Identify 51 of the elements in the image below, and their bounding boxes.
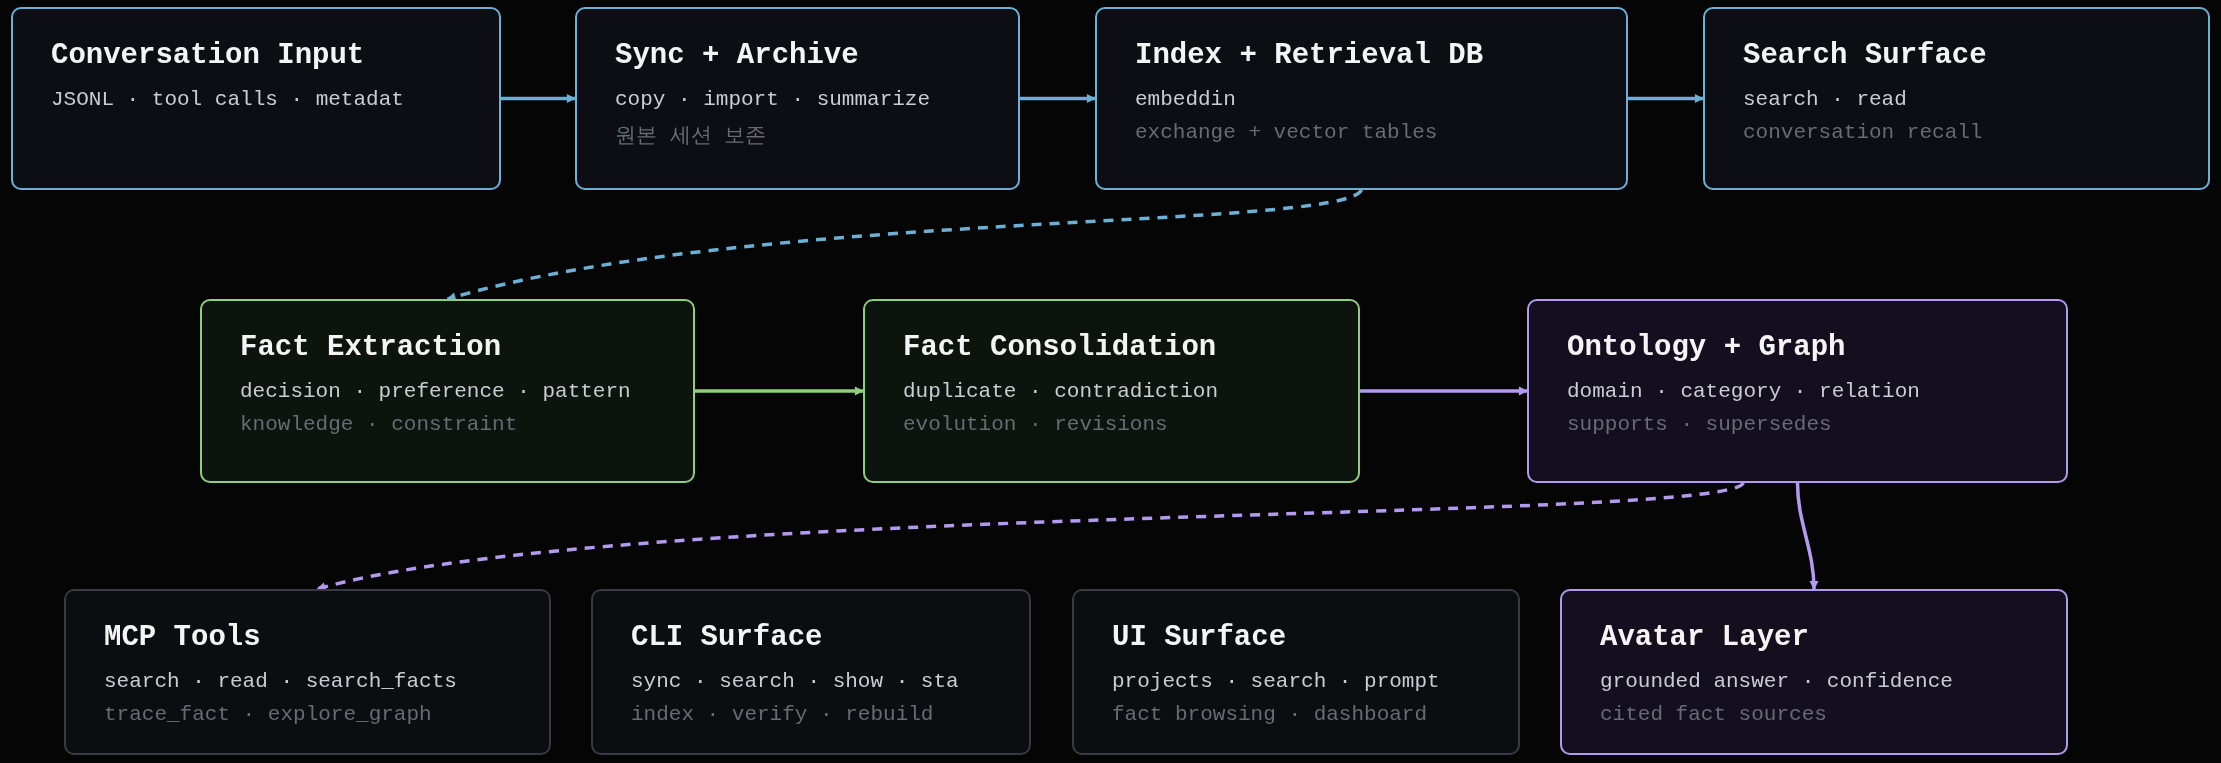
arrow [501,94,576,103]
arrow [1360,386,1528,396]
node-note: knowledge · constraint [240,413,519,436]
node-detail: sync · search · show · sta [631,670,960,693]
node-title: Conversation Input [51,39,366,72]
process-box [591,589,1031,755]
process-box [200,299,695,483]
process-box [863,299,1360,483]
node-note: supports · supersedes [1567,413,1833,436]
node-title: MCP Tools [104,621,262,654]
node-note: exchange + vector tables [1135,121,1439,144]
node-detail: search · read [1743,88,1908,111]
process-box [575,7,1020,190]
node-title: Search Surface [1743,39,1988,72]
node-detail: duplicate · contradiction [903,380,1220,403]
node-detail: JSONL · tool calls · metadat [51,88,405,111]
process-box [1095,7,1628,190]
node-detail: embeddin [1135,88,1237,111]
node-note: trace_fact · explore_graph [104,703,433,726]
arrow [1795,482,1819,590]
node-title: Index + Retrieval DB [1135,39,1485,72]
process-box [1560,589,2068,755]
node-note: 원본 세션 보존 [615,124,768,149]
node-detail: decision · preference · pattern [240,380,632,403]
process-box [1072,589,1520,755]
node-note: index · verify · rebuild [631,703,935,726]
node-detail: projects · search · prompt [1112,670,1441,693]
process-box [11,7,501,190]
node-note: conversation recall [1743,121,1984,144]
arrow [1020,94,1096,103]
node-note: fact browsing · dashboard [1112,703,1429,726]
arrow [1628,94,1704,103]
node-title: UI Surface [1112,621,1288,654]
node-title: Avatar Layer [1600,621,1810,654]
node-title: Fact Consolidation [903,331,1218,364]
node-detail: copy · import · summarize [615,88,932,111]
process-box [1703,7,2210,190]
node-note: evolution · revisions [903,413,1169,436]
arrow [316,481,1744,592]
node-detail: domain · category · relation [1567,380,1921,403]
node-title: Sync + Archive [615,39,860,72]
node-note: cited fact sources [1600,703,1828,726]
node-title: CLI Surface [631,621,824,654]
node-detail: search · read · search_facts [104,670,458,693]
node-title: Fact Extraction [240,331,503,364]
process-box [1527,299,2068,483]
arrow [695,386,864,396]
node-detail: grounded answer · confidence [1600,670,1954,693]
arrow [446,188,1363,302]
process-box [64,589,551,755]
node-title: Ontology + Graph [1567,331,1847,364]
